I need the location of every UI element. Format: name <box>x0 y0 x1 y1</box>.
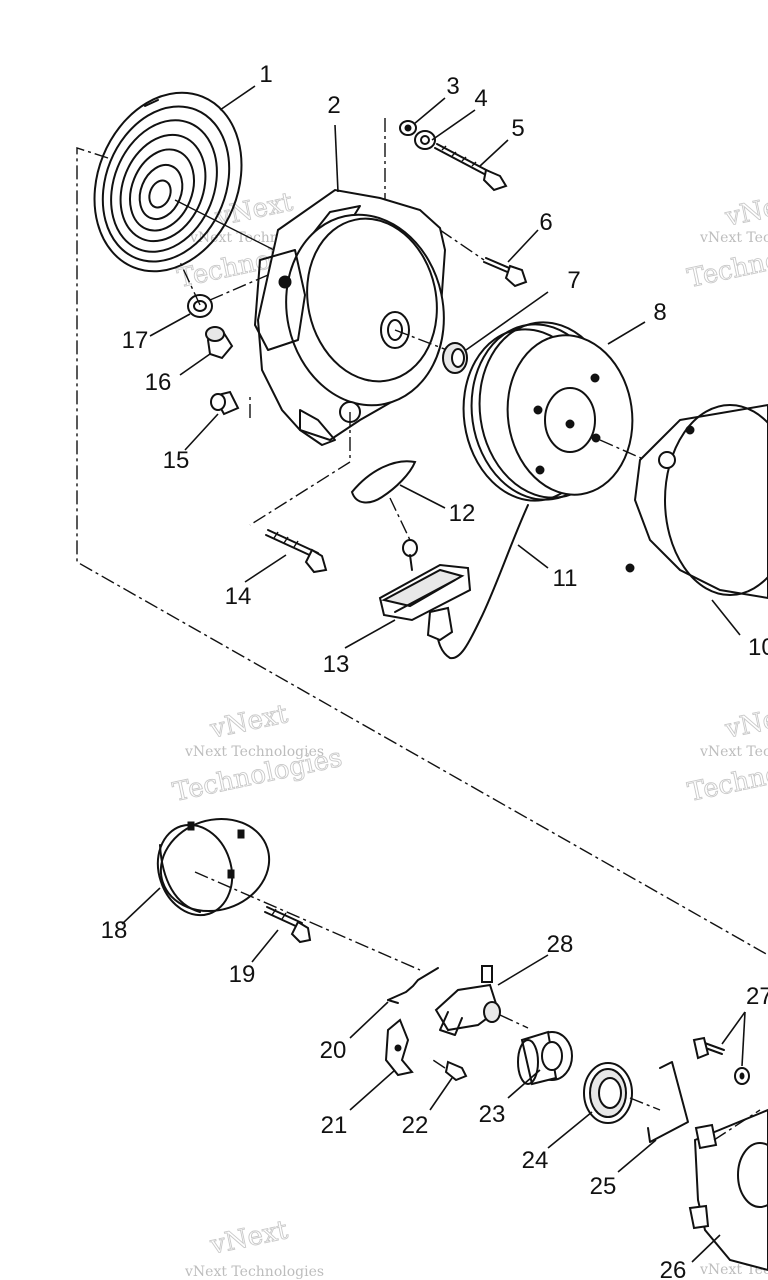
callout-18: 18 <box>101 917 128 944</box>
callout-17: 17 <box>122 327 149 354</box>
callout-13: 13 <box>323 651 350 678</box>
part-14-bolt <box>265 529 328 574</box>
part-19-bolt <box>264 906 312 944</box>
watermark-2: vNext vNext Technologies Technologies <box>170 699 345 809</box>
part-12-handle-insert <box>350 460 417 541</box>
part-28-pawl-bracket <box>434 965 529 1036</box>
part-17-washer <box>179 261 269 318</box>
callout-6: 6 <box>539 209 552 236</box>
callout-15: 15 <box>163 447 190 474</box>
callout-10: 10 <box>748 634 768 661</box>
watermark-4: vNext vNext Technologies Technologies <box>685 699 768 809</box>
watermark-3: vNext vNext Technologies Technologies <box>684 187 768 295</box>
part-6-bolt <box>439 229 528 288</box>
callout-8: 8 <box>653 299 666 326</box>
part-18-drive-cup <box>156 817 421 971</box>
part-16-fitting <box>205 326 234 360</box>
callout-26: 26 <box>660 1257 687 1280</box>
part-23-bushing <box>517 1030 573 1086</box>
watermark-5: vNext vNext Technologies <box>184 1215 324 1280</box>
callout-leaders <box>121 85 746 1263</box>
svg-text:vNext: vNext <box>722 187 768 233</box>
callout-22: 22 <box>402 1112 429 1139</box>
part-3-nut <box>399 120 417 136</box>
callout-11: 11 <box>553 565 578 592</box>
part-4-washer <box>414 130 436 150</box>
svg-text:vNext: vNext <box>722 699 768 745</box>
svg-text:vNext Technologies: vNext Technologies <box>184 1264 324 1280</box>
svg-text:vNext Technologies: vNext Technologies <box>699 230 768 246</box>
callout-5: 5 <box>511 115 524 142</box>
part-13-handle <box>378 539 472 642</box>
callout-21: 21 <box>321 1112 348 1139</box>
callout-24: 24 <box>522 1147 549 1174</box>
part-7-seal <box>442 342 468 374</box>
callout-25: 25 <box>590 1173 617 1200</box>
callout-27: 27 <box>746 983 768 1010</box>
callout-19: 19 <box>229 961 256 988</box>
part-15-bushing <box>210 390 240 416</box>
part-20-spring <box>387 967 439 1004</box>
svg-text:vNext: vNext <box>207 699 291 745</box>
callout-1: 1 <box>259 61 272 88</box>
callout-3: 3 <box>446 73 459 100</box>
part-26-plate <box>688 1108 768 1272</box>
part-24-washer <box>583 1062 661 1124</box>
svg-text:vNext Technologies: vNext Technologies <box>699 744 768 760</box>
callout-7: 7 <box>567 267 580 294</box>
svg-text:vNext Technologies: vNext Technologies <box>184 744 324 760</box>
callout-16: 16 <box>145 369 172 396</box>
callout-2: 2 <box>327 92 340 119</box>
callout-20: 20 <box>320 1037 347 1064</box>
part-5-bolt <box>434 143 508 192</box>
part-1-recoil-spring <box>93 91 279 273</box>
part-2-starter-housing <box>249 188 461 526</box>
part-22-pin <box>429 1057 468 1082</box>
callout-23: 23 <box>479 1101 506 1128</box>
callout-14: 14 <box>225 583 252 610</box>
callout-12: 12 <box>449 500 476 527</box>
callout-28: 28 <box>547 931 574 958</box>
part-10-cover <box>625 403 768 600</box>
part-11-rope <box>435 504 529 660</box>
callout-labels: 1 2 3 4 5 6 7 8 10 11 12 13 14 15 16 17 … <box>101 61 768 1280</box>
svg-text:vNext: vNext <box>207 1215 291 1261</box>
part-27-screw-washer <box>692 1036 750 1085</box>
callout-4: 4 <box>474 85 487 112</box>
part-25-wire-spring <box>647 1061 689 1143</box>
part-21-pawl <box>384 1018 414 1077</box>
part-8-pulley <box>462 321 651 502</box>
